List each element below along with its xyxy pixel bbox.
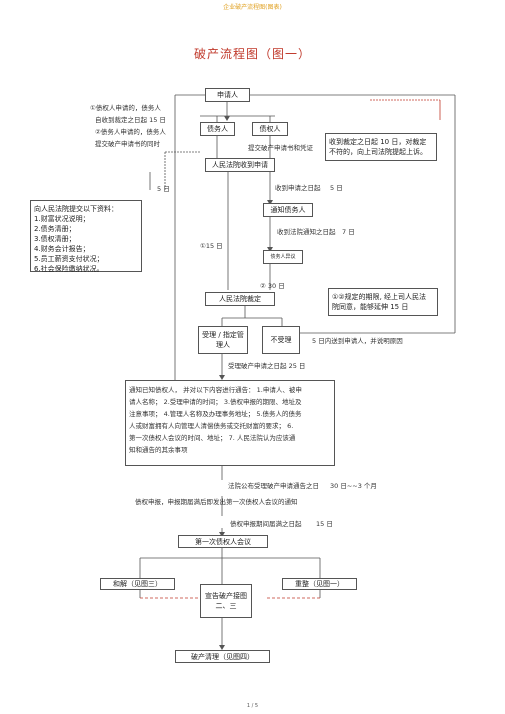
note-five-days: 5 日 — [157, 185, 170, 193]
note-debtor-submit: 提交破产申请书的同时 — [95, 140, 160, 148]
note-creditor-apply: ①债权人申请的，债务人 — [90, 104, 161, 112]
notification-line: 第一次债权人会议的时间、地址； 7. 人民法院认为应该通 — [129, 434, 296, 442]
debtor-doc-item: 1.财富状况说明； — [34, 215, 90, 223]
debtor-objection-box: 债务人异议 — [263, 250, 303, 264]
debtor-doc-item: 2.债务清册； — [34, 225, 76, 233]
notification-line: 通知已知债权人， 并对以下内容进行通告： 1.申请人、被申 — [129, 386, 302, 394]
note-public-notice: 法院公布受理破产申请通告之日 — [228, 482, 319, 490]
liquidation-box: 破产清理（见图四） — [175, 650, 270, 663]
debtor-doc-item: 6.社会保险缴纳状况。 — [34, 265, 104, 273]
settlement-box: 和解（见图三） — [100, 578, 175, 590]
notification-line: 知和通告的其余事项 — [129, 446, 188, 454]
note-five-days-b: 5 日 — [330, 184, 343, 192]
notification-box: 通知已知债权人， 并对以下内容进行通告： 1.申请人、被申 请人名称； 2.受理… — [125, 380, 335, 466]
notify-debtor-box: 通知债务人 — [263, 203, 313, 217]
note-accept-25: 受理破产申请之日起 25 日 — [228, 362, 306, 370]
court-ruling-box: 人民法院裁定 — [205, 292, 275, 306]
reject-box: 不受理 — [262, 326, 300, 354]
appeal-line: 不符的，向上司法院提起上诉。 — [329, 148, 427, 156]
accept-box: 受理 / 指定管理人 — [198, 326, 248, 354]
note-notify-reject: 5 日内送到申请人，并说明原因 — [312, 337, 403, 345]
applicant-box: 申请人 — [205, 88, 250, 102]
extension-line: 院同意，能够延伸 15 日 — [332, 303, 409, 311]
page-number: 1 / 5 — [246, 703, 259, 709]
declare-bankrupt-box: 宣告破产接图二、三 — [200, 584, 252, 618]
note-submit-docs: 提交破产申请书和凭证 — [248, 144, 313, 152]
appeal-line: 收到裁定之日起 10 日，对裁定 — [329, 138, 427, 146]
note-declare-15: 债权申报期间届满之日起 — [230, 520, 302, 528]
note-thirty-days: ② 30 日 — [260, 282, 285, 290]
note-notice-7: 收到法院通知之日起 — [277, 228, 336, 236]
note-creditor-declare: 债权申报，申报期届满后即发出第一次债权人会议的通知 — [135, 498, 298, 506]
note-receive-five: 收到申请之日起 — [275, 184, 321, 192]
debtor-box: 债务人 — [200, 122, 235, 136]
header-title: 企业破产流程图(图表) — [223, 4, 282, 11]
debtor-doc-item: 4.财务会计报告； — [34, 245, 90, 253]
creditor-box: 债权人 — [252, 122, 288, 136]
notification-line: 人或财富拥有人向管理人清偿债务或交托财富的要求； 6. — [129, 422, 294, 430]
court-received-box: 人民法院收到申请 — [205, 158, 275, 172]
debtor-documents-title: 向人民法院提交以下资料： — [34, 205, 118, 213]
extension-box: ①②规定的期限, 经上司人民法 院同意，能够延伸 15 日 — [328, 288, 438, 316]
notification-line: 请人名称； 2.受理申请的时间； 3.债权申报的期限、地址及 — [129, 398, 302, 406]
first-meeting-box: 第一次债权人会议 — [178, 535, 268, 548]
note-fifteen-days: ①15 日 — [200, 242, 223, 250]
extension-line: ①②规定的期限, 经上司人民法 — [332, 293, 427, 301]
debtor-documents-box: 向人民法院提交以下资料： 1.财富状况说明； 2.债务清册； 3.债权清册； 4… — [30, 200, 142, 273]
notification-line: 注意事项； 4.管理人名称及办理事务地址； 5.债务人的债务 — [129, 410, 302, 418]
debtor-doc-item: 5.员工薪资支付状况； — [34, 255, 104, 263]
note-declare-15-days: 15 日 — [316, 520, 333, 528]
note-seven-days: 7 日 — [342, 228, 355, 236]
appeal-box: 收到裁定之日起 10 日，对裁定 不符的，向上司法院提起上诉。 — [325, 133, 437, 161]
page-title: 破产流程图（图一） — [193, 47, 311, 61]
note-public-notice-days: 30 日~~3 个月 — [330, 482, 377, 490]
reorganization-box: 重整（见图一） — [282, 578, 357, 590]
note-receive-ruling: 自收到裁定之日起 15 日 — [95, 116, 166, 124]
note-debtor-apply: ②债务人申请的，债务人 — [95, 128, 166, 136]
debtor-doc-item: 3.债权清册； — [34, 235, 76, 243]
